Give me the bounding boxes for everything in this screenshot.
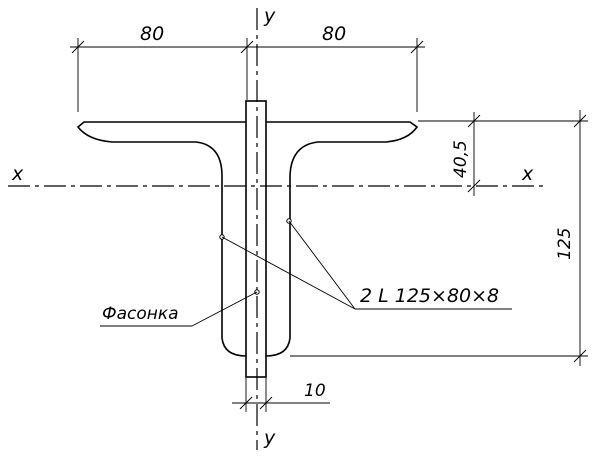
gusset-leader	[191, 291, 258, 327]
dim-125-tick-bottom	[573, 349, 587, 363]
dim-80-tick-center	[240, 40, 254, 54]
dim-80-left-label: 80	[140, 23, 164, 45]
gusset-callout-label: Фасонка	[102, 304, 179, 324]
left-angle-outline	[76, 121, 247, 357]
dim-10-tick-left	[239, 396, 253, 410]
dim-10-tick-right	[259, 396, 273, 410]
section-leader-2	[288, 220, 356, 310]
axis-x-right-label: x	[521, 163, 534, 185]
axis-x-left-label: x	[11, 163, 24, 185]
dim-80-tick-left	[71, 40, 85, 54]
dim-125-tick-top	[573, 114, 587, 128]
section-leader-1	[221, 236, 356, 310]
dim-40-tick-top	[467, 114, 481, 128]
axis-y-top-label: y	[263, 5, 276, 27]
axis-y-bottom-label: y	[263, 427, 276, 449]
dim-80-tick-right	[410, 40, 424, 54]
right-angle-outline	[265, 121, 419, 357]
dim-125-label: 125	[555, 228, 575, 260]
dim-80-right-label: 80	[322, 23, 346, 45]
section-callout-label: 2 L 125×80×8	[360, 285, 499, 307]
dim-40-label: 40,5	[451, 140, 471, 178]
gusset-plate	[245, 100, 267, 378]
dim-40-tick-bottom	[467, 179, 481, 193]
dim-10-label: 10	[304, 381, 326, 401]
